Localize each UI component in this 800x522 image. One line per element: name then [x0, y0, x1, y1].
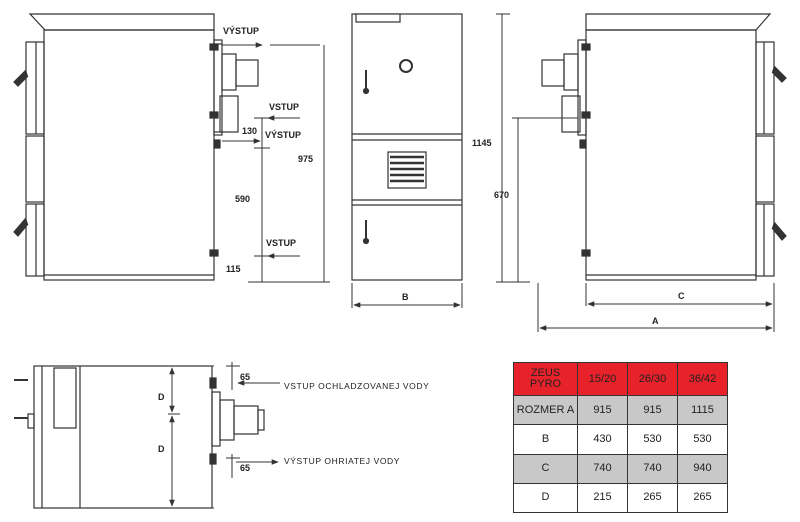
table-header-cell: 26/30	[627, 362, 678, 396]
table-cell: 915	[627, 394, 678, 426]
table-cell: C	[513, 453, 578, 484]
side-view-left	[13, 13, 259, 281]
dim-590: 590	[235, 194, 250, 204]
dim-d-top: D	[158, 392, 165, 402]
dim-130: 130	[242, 126, 257, 136]
table-header-cell: ZEUS PYRO	[513, 362, 578, 396]
dimension-table: ZEUS PYRO 15/20 26/30 36/42 ROZMER A 915…	[513, 362, 728, 514]
table-row: C 740 740 940	[513, 453, 728, 484]
output-label-mid: VÝSTUP	[265, 129, 301, 140]
dim-b: B	[402, 292, 409, 302]
table-row: ROZMER A 915 915 1115	[513, 394, 728, 426]
input-label-top: VSTUP	[269, 102, 299, 112]
table-cell: 530	[677, 424, 728, 455]
table-header-cell: 36/42	[677, 362, 728, 396]
table-cell: 1115	[677, 394, 728, 426]
table-cell: D	[513, 482, 578, 514]
table-cell: 915	[577, 394, 628, 426]
dim-a: A	[652, 316, 659, 326]
table-header-row: ZEUS PYRO 15/20 26/30 36/42	[513, 362, 728, 396]
table-cell: B	[513, 424, 578, 455]
table-cell: 530	[627, 424, 678, 455]
table-cell: 265	[677, 482, 728, 514]
table-cell: 940	[677, 453, 728, 484]
right-view-dimensions	[512, 117, 775, 332]
dim-670: 670	[494, 190, 509, 200]
table-header-cell: 15/20	[577, 362, 628, 396]
table-row: B 430 530 530	[513, 424, 728, 455]
top-view	[14, 365, 265, 509]
output-label-top: VÝSTUP	[223, 25, 259, 36]
side-view-right	[541, 13, 787, 281]
table-row: D 215 265 265	[513, 482, 728, 514]
table-cell: 215	[577, 482, 628, 514]
heated-outlet-label: VÝSTUP OHRIATEJ VODY	[284, 456, 400, 466]
dim-d-bottom: D	[158, 444, 165, 454]
table-cell: ROZMER A	[513, 394, 578, 426]
input-label-bottom: VSTUP	[266, 238, 296, 248]
table-cell: 740	[577, 453, 628, 484]
dim-c: C	[678, 291, 685, 301]
side-view-dimensions	[222, 42, 330, 283]
dim-1145: 1145	[472, 138, 492, 148]
table-cell: 430	[577, 424, 628, 455]
cooling-inlet-label: VSTUP OCHLADZOVANEJ VODY	[284, 381, 429, 391]
dim-65-bottom: 65	[240, 463, 250, 473]
front-dimensions	[351, 13, 520, 308]
dim-115: 115	[226, 264, 241, 274]
front-view	[351, 13, 463, 281]
table-cell: 265	[627, 482, 678, 514]
dim-65-top: 65	[240, 372, 250, 382]
top-view-dimensions	[168, 362, 280, 509]
dim-975: 975	[298, 154, 313, 164]
table-cell: 740	[627, 453, 678, 484]
